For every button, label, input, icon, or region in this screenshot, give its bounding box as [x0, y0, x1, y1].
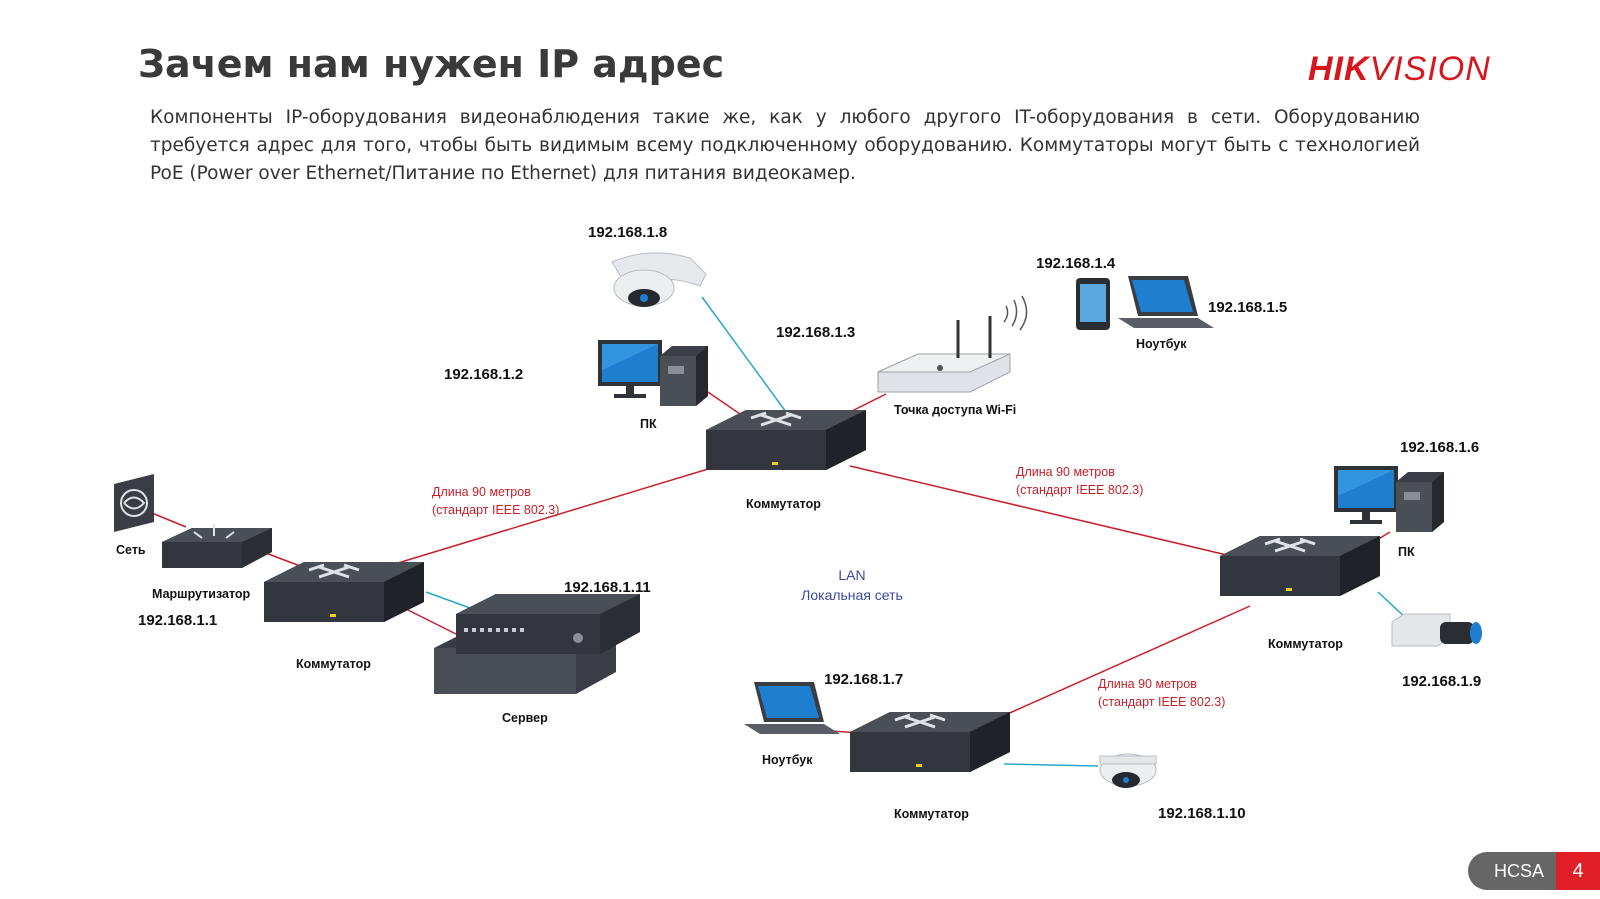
- label-laptop-bottom: Ноутбук: [762, 753, 813, 767]
- dome-camera-top-icon: [611, 252, 707, 307]
- page-number: 4: [1556, 852, 1600, 890]
- intro-paragraph: Компоненты IP-оборудования видеонаблюден…: [150, 107, 1420, 184]
- label-router: Маршрутизатор: [152, 587, 251, 601]
- switch-right-icon: [1218, 534, 1382, 598]
- switch-top-icon: [704, 408, 868, 472]
- label-switch-right: Коммутатор: [1268, 637, 1343, 651]
- cable-switch-nvr: [425, 591, 471, 609]
- lan-label-line1: LAN: [838, 567, 865, 583]
- cable-note-left-line2: (стандарт IEEE 802.3): [432, 503, 559, 517]
- cable-note-right-line1: Длина 90 метров: [1016, 465, 1115, 479]
- ip-label-2: 192.168.1.2: [444, 366, 523, 383]
- laptop-top-icon: [1118, 276, 1214, 328]
- label-switch-top: Коммутатор: [746, 497, 821, 511]
- cable-top-right: [849, 465, 1249, 561]
- ip-label-4: 192.168.1.4: [1036, 255, 1116, 272]
- cable-note-left-line1: Длина 90 метров: [432, 485, 531, 499]
- hikvision-logo: HIKVISION: [1308, 50, 1491, 89]
- label-pc-right: ПК: [1398, 545, 1415, 559]
- switch-bottom-icon: [848, 710, 1012, 774]
- logo-part-vision: VISION: [1369, 50, 1491, 88]
- footer-course-label: HCSA: [1468, 852, 1560, 890]
- label-server: Сервер: [502, 711, 548, 725]
- ip-label-11: 192.168.1.11: [564, 579, 651, 596]
- cables: [151, 296, 1409, 767]
- cable-note-right-line2: (стандарт IEEE 802.3): [1016, 483, 1143, 497]
- internet-icon: [114, 474, 154, 532]
- cable-internet-router: [151, 512, 187, 528]
- cable-pc-switch: [701, 387, 741, 415]
- pc-top-icon: [598, 340, 708, 406]
- ip-label-5: 192.168.1.5: [1208, 299, 1287, 316]
- label-internet: Сеть: [116, 543, 146, 557]
- cable-note-bottom-line1: Длина 90 метров: [1098, 677, 1197, 691]
- wifi-access-point-icon: [877, 295, 1028, 393]
- pc-right-icon: [1334, 466, 1444, 532]
- cable-note-bottom-line2: (стандарт IEEE 802.3): [1098, 695, 1225, 709]
- ip-label-6: 192.168.1.6: [1400, 439, 1479, 456]
- ip-label-9: 192.168.1.9: [1402, 673, 1481, 690]
- cable-right-bottom: [975, 605, 1251, 729]
- label-laptop-top: Ноутбук: [1136, 337, 1187, 351]
- dome-camera-bottom-icon: [1099, 753, 1157, 788]
- cable-switch-left-top: [387, 465, 719, 567]
- ip-label-7: 192.168.1.7: [824, 671, 903, 688]
- server-icon: [434, 594, 640, 694]
- box-camera-icon: [1391, 613, 1482, 647]
- cable-dome-switch: [701, 296, 787, 413]
- ip-label-1: 192.168.1.1: [138, 612, 217, 629]
- label-pc-top: ПК: [640, 417, 657, 431]
- ip-label-3: 192.168.1.3: [776, 324, 855, 341]
- ip-label-10: 192.168.1.10: [1158, 805, 1246, 822]
- ip-label-8: 192.168.1.8: [588, 224, 667, 241]
- label-switch-left: Коммутатор: [296, 657, 371, 671]
- label-wifi: Точка доступа Wi-Fi: [894, 403, 1016, 417]
- smartphone-icon: [1076, 278, 1110, 330]
- logo-part-hik: HIK: [1308, 50, 1370, 88]
- page-title: Зачем нам нужен IP адрес: [138, 42, 725, 86]
- cable-switch-dome-bottom: [1003, 763, 1099, 767]
- lan-label-line2: Локальная сеть: [801, 587, 903, 603]
- switch-left-icon: [262, 560, 426, 624]
- laptop-bottom-icon: [744, 682, 840, 734]
- cable-switch-server: [403, 607, 457, 635]
- router-icon: [162, 524, 272, 568]
- label-switch-bottom: Коммутатор: [894, 807, 969, 821]
